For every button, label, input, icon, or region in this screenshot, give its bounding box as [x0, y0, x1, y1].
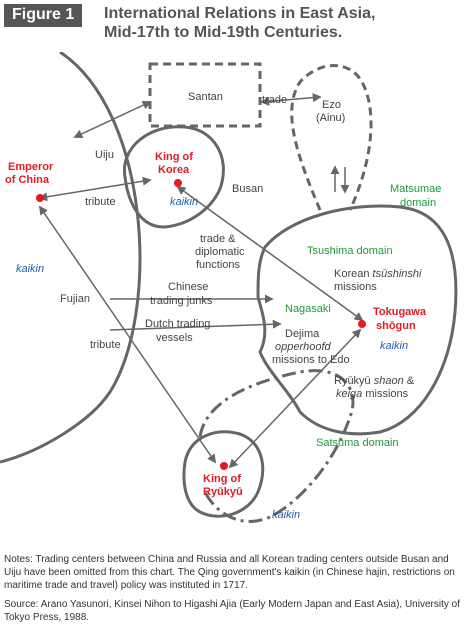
ezo-boundary — [290, 64, 373, 211]
notes-section: Notes: Trading centers between China and… — [4, 553, 466, 630]
label-trade-top: trade — [262, 94, 287, 106]
korea-boundary — [122, 125, 225, 229]
label-trade-dipl-1: trade & — [200, 233, 236, 245]
arrow-dutch-nagasaki — [109, 319, 282, 331]
label-trade-dipl-3: functions — [196, 259, 241, 271]
arrow-ryukyu-tokugawa — [228, 328, 362, 469]
label-korean-missions-1: Korean tsūshinshi — [334, 268, 422, 280]
korea-dot — [174, 179, 182, 187]
notes-text: Notes: Trading centers between China and… — [4, 554, 455, 591]
label-kaikin-ryukyu: kaikin — [272, 509, 300, 521]
figure-header: Figure 1 International Relations in East… — [4, 4, 466, 52]
label-matsumae-1: Matsumae — [390, 183, 441, 195]
label-ryukyu-missions-1: Ryūkyū shaon & — [334, 375, 415, 387]
label-kaikin-japan: kaikin — [380, 340, 408, 352]
label-king-korea-1: King of — [155, 151, 193, 163]
label-korean-missions-3: missions — [334, 281, 377, 293]
label-trade-dipl-2: diplomatic — [195, 246, 245, 258]
label-santan: Santan — [188, 91, 223, 103]
emperor-dot — [36, 194, 44, 202]
arrow-china-santan — [73, 100, 152, 139]
tokugawa-dot — [358, 320, 366, 328]
ryukyu-missions-missions: missions — [365, 388, 408, 400]
label-dutch-1: Dutch trading — [145, 318, 210, 330]
label-matsumae-2: domain — [400, 197, 436, 209]
korean-missions-tsushinshi: tsūshinshi — [373, 268, 422, 280]
label-tokugawa-2: shōgun — [376, 320, 416, 332]
label-nagasaki: Nagasaki — [285, 303, 331, 315]
label-emperor-1: Emperor — [8, 161, 54, 173]
label-uiju: Uiju — [95, 149, 114, 161]
label-busan: Busan — [232, 183, 263, 195]
label-dejima-2: opperhoofd — [275, 341, 332, 353]
label-kaikin-korea: kaikin — [170, 196, 198, 208]
label-fujian: Fujian — [60, 293, 90, 305]
figure-title: International Relations in East Asia, Mi… — [104, 4, 464, 42]
label-ezo-1: Ezo — [322, 99, 341, 111]
figure-label: Figure 1 — [4, 4, 83, 27]
arrow-santan-ezo — [260, 93, 322, 106]
label-king-korea-2: Korea — [158, 164, 190, 176]
santan-box — [148, 62, 262, 128]
label-emperor-2: of China — [5, 174, 50, 186]
label-ryukyu-missions-2: keiga missions — [336, 388, 409, 400]
label-satsuma: Satsuma domain — [316, 437, 399, 449]
label-tsushima: Tsushima domain — [307, 245, 393, 257]
arrow-china-korea — [38, 176, 152, 202]
label-king-ryukyu-2: Ryūkyū — [203, 486, 243, 498]
ryukyu-boundary — [182, 430, 265, 518]
label-chinese-junks-1: Chinese — [168, 281, 208, 293]
label-kaikin-china: kaikin — [16, 263, 44, 275]
label-tribute-2: tribute — [90, 339, 121, 351]
label-tokugawa-1: Tokugawa — [373, 306, 427, 318]
ryukyu-missions-shaon: shaon — [374, 375, 404, 387]
source-text: Source: Arano Yasunori, Kinsei Nihon to … — [4, 599, 460, 623]
korean-missions-korean: Korean — [334, 268, 369, 280]
label-chinese-junks-2: trading junks — [150, 295, 213, 307]
label-dutch-2: vessels — [156, 332, 193, 344]
china-boundary — [0, 52, 142, 464]
label-dejima-1: Dejima — [285, 328, 320, 340]
title-line-2: Mid-17th to Mid-19th Centuries. — [104, 24, 343, 41]
label-ezo-2: (Ainu) — [316, 112, 345, 124]
label-tribute-1: tribute — [85, 196, 116, 208]
label-king-ryukyu-1: King of — [203, 473, 241, 485]
relations-diagram: Santan trade Ezo (Ainu) Emperor of China… — [0, 52, 458, 523]
title-line-1: International Relations in East Asia, — [104, 5, 376, 22]
ryukyu-missions-ryukyu: Ryūkyū — [334, 375, 371, 387]
label-dejima-3: missions to Edo — [272, 354, 350, 366]
ryukyu-missions-keiga: keiga — [336, 388, 362, 400]
ryukyu-missions-amp: & — [407, 375, 415, 387]
arrow-china-ryukyu — [38, 205, 217, 464]
ryukyu-dot — [220, 462, 228, 470]
